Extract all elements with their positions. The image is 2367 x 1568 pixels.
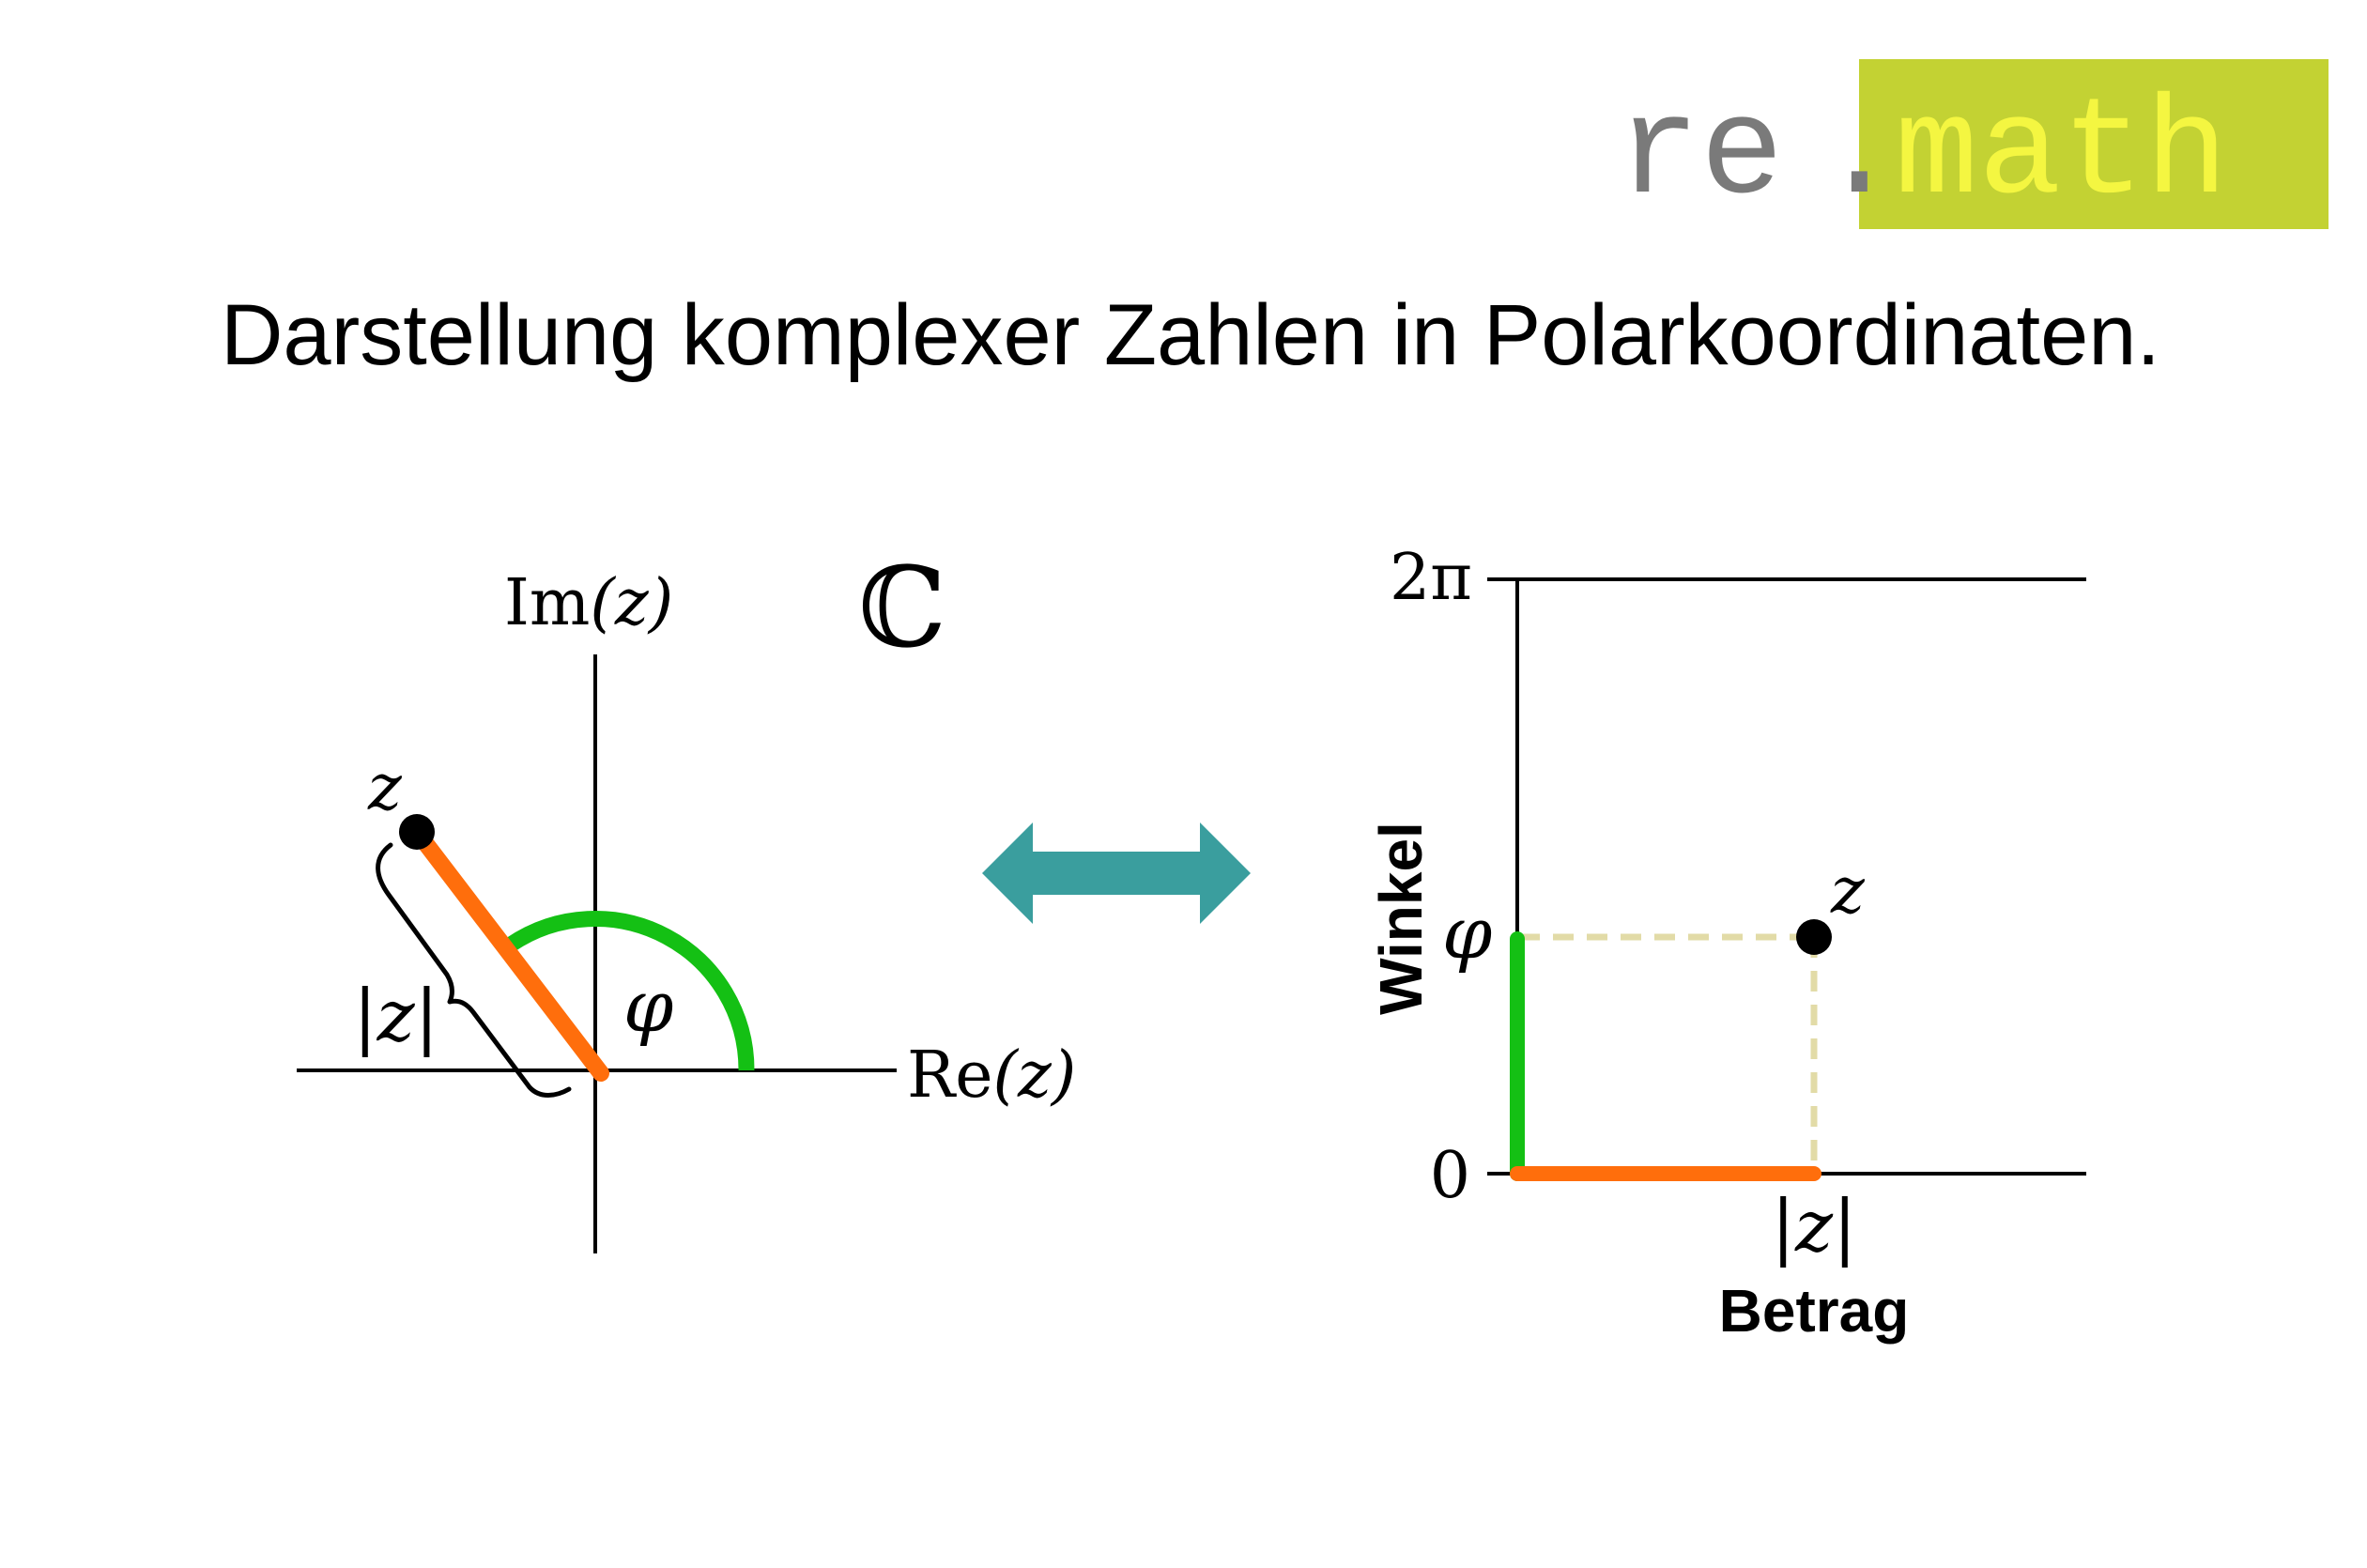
page-title: Darstellung komplexer Zahlen in Polarkoo… [221,287,2160,383]
remath-logo: re . math [1617,59,2329,234]
modulus-label: |z| [353,974,438,1057]
complex-numbers-symbol: ℂ [858,543,946,672]
z-point-label: z [367,751,403,825]
polar-coordinates-plot: 2π 0 z φ |z| Winkel Betrag [1367,541,2086,1345]
complex-plane: Im(z) Re(z) ℂ z |z| φ [297,543,1076,1253]
im-axis-label: Im(z) [504,566,673,640]
tick-label-zero: 0 [1430,1139,1470,1213]
double-arrow-icon [982,822,1251,924]
logo-text-re: re [1617,77,1784,234]
re-axis-label: Re(z) [907,1038,1076,1113]
logo-box [1859,59,2329,229]
modulus-brace [376,842,572,1098]
tick-label-2pi: 2π [1390,541,1472,615]
modulus-segment [408,823,609,1082]
modulus-tick-label: |z| [1771,1184,1856,1268]
angle-label: φ [623,964,673,1048]
logo-text-dot: . [1818,77,1901,234]
angle-axis-title: Winkel [1367,822,1435,1015]
modulus-axis-title: Betrag [1719,1277,1910,1345]
z-point-polar [1796,919,1832,955]
angle-arc [506,910,755,1071]
logo-text-math: math [1895,77,2228,234]
z-point-polar-label: z [1830,854,1866,929]
angle-tick-label: φ [1442,891,1492,975]
z-point [399,814,435,850]
